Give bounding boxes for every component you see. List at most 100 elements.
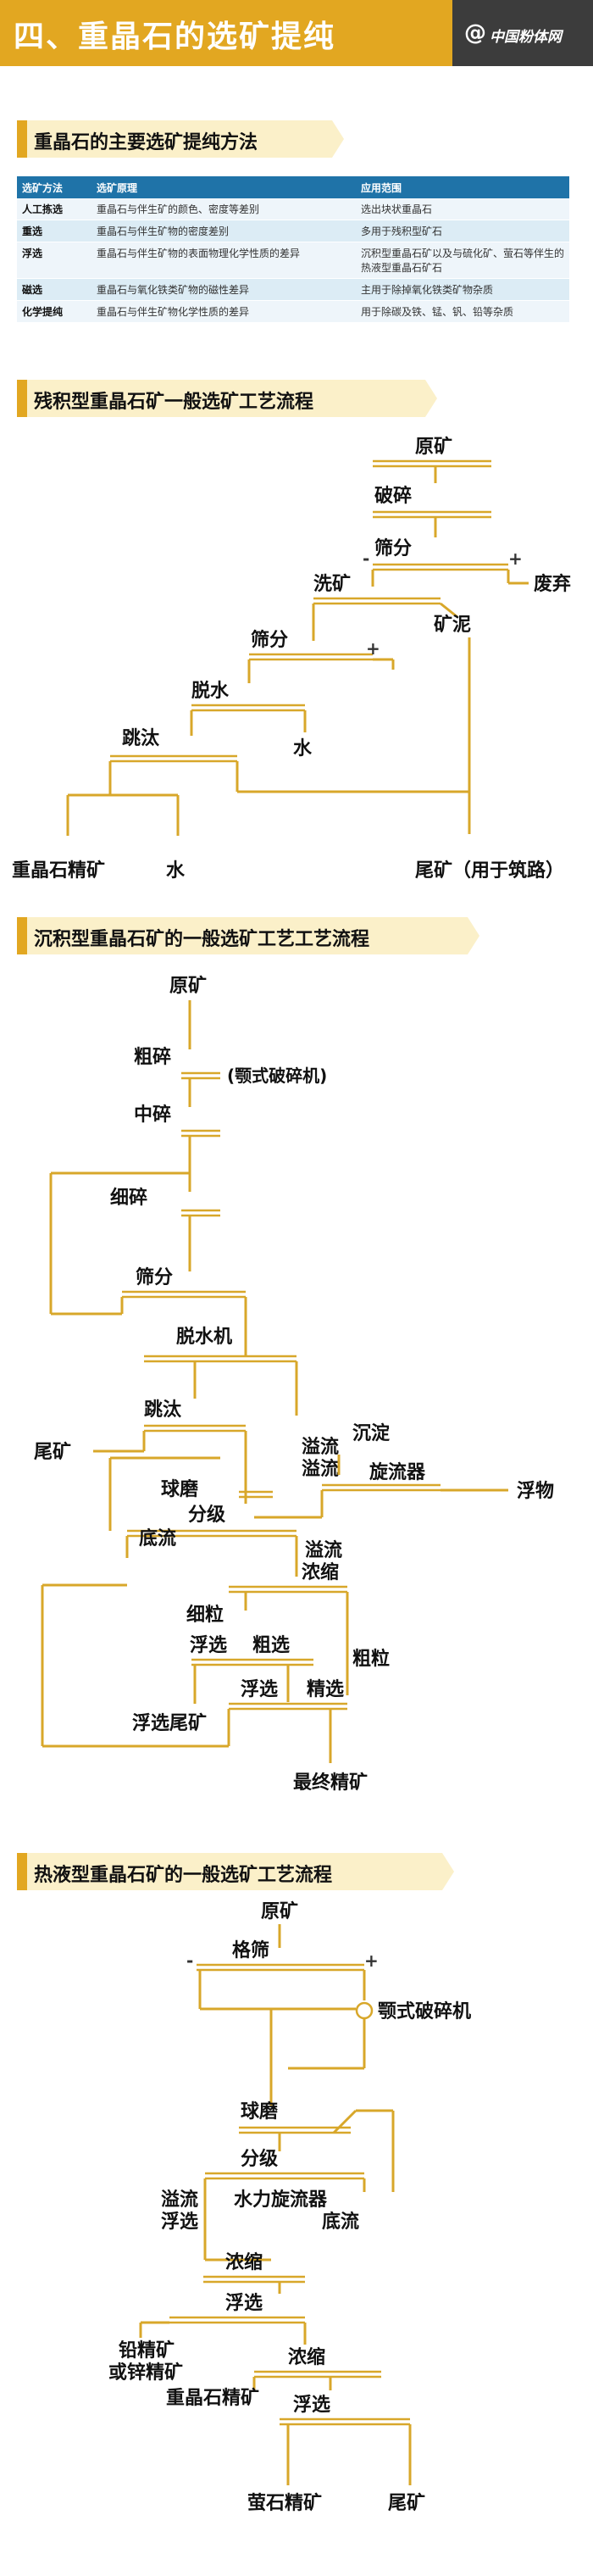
table-row: 磁选 重晶石与氧化铁类矿物的磁性差异 主用于除掉氧化铁类矿物杂质	[17, 278, 569, 301]
node-flotation-tailing: 浮选尾矿	[132, 1712, 207, 1734]
node-slime: 矿泥	[434, 614, 471, 636]
node-thicken1: 浓缩	[225, 2251, 263, 2273]
node-coarse-particles: 粗粒	[352, 1648, 390, 1670]
section-title-methods: 重晶石的主要选矿提纯方法	[34, 132, 258, 153]
section-banner-methods: 重晶石的主要选矿提纯方法	[17, 120, 344, 158]
section-banner-residual: 残积型重晶石矿一般选矿工艺流程	[17, 380, 437, 417]
table-row: 化学提纯 重晶石与伴生矿物化学性质的差异 用于除碳及铁、锰、钒、铅等杂质	[17, 300, 569, 323]
table-cell: 人工拣选	[17, 198, 91, 220]
table-cell: 磁选	[17, 278, 91, 301]
table-header-cell: 选矿方法	[17, 176, 91, 198]
table-header-cell: 选矿原理	[91, 176, 356, 198]
header-bar: 四、重晶石的选矿提纯 @ 中国粉体网	[0, 0, 593, 66]
section-title-hydrothermal: 热液型重晶石矿的一般选矿工艺流程	[34, 1865, 333, 1886]
node-jaw-crusher: (颚式破碎机)	[227, 1065, 327, 1086]
node-flotation1: 浮选	[161, 2211, 198, 2233]
node-screen: 筛分	[136, 1266, 173, 1288]
node-ore: 原矿	[169, 975, 207, 997]
node-flotation2: 浮选	[225, 2292, 263, 2314]
node-underflow: 底流	[322, 2211, 359, 2233]
node-jaw-crusher: 颚式破碎机	[378, 2000, 471, 2022]
plus-sign: +	[366, 638, 380, 659]
node-settle: 沉淀	[352, 1422, 391, 1444]
table-row: 人工拣选 重晶石与伴生矿的颜色、密度等差别 选出块状重晶石	[17, 198, 569, 220]
node-tailing: 尾矿	[388, 2492, 425, 2514]
section-title-sedimentary: 沉积型重晶石矿的一般选矿工艺工艺流程	[34, 929, 370, 950]
minus-sign: -	[186, 1950, 193, 1971]
node-screen1: 筛分	[374, 537, 412, 559]
logo-text: 中国粉体网	[490, 29, 562, 46]
table-cell: 重晶石与伴生矿的颜色、密度等差别	[91, 198, 356, 220]
node-dewater: 脱水	[191, 681, 230, 702]
table-cell: 主用于除掉氧化铁类矿物杂质	[356, 278, 569, 301]
banner-arrow	[442, 1853, 454, 1890]
table-row: 重选 重晶石与伴生矿物的密度差别 多用于残积型矿石	[17, 220, 569, 242]
node-underflow: 底流	[139, 1527, 176, 1549]
table-cell: 选出块状重晶石	[356, 198, 569, 220]
node-flotation1: 浮选	[190, 1634, 227, 1656]
node-cyclone: 旋流器	[369, 1461, 426, 1483]
at-icon: @	[464, 20, 486, 46]
flow-hydrothermal: 原矿 格筛 - + 颚式破碎机 球磨 分级 水力旋流器 溢流 浮选 底流 浓缩 …	[108, 1900, 471, 2514]
banner-arrow	[332, 120, 344, 158]
node-water2: 水	[166, 860, 186, 882]
node-fine-crush: 细碎	[110, 1187, 147, 1209]
node-overflow2: 溢流	[305, 1539, 342, 1561]
page-title: 四、重晶石的选矿提纯	[14, 19, 336, 54]
flow-residual: 原矿 破碎 筛分 - + 废弃 洗矿 矿泥 筛分 + 脱水 水 跳汰 重晶石	[12, 436, 571, 882]
section-banner-sedimentary: 沉积型重晶石矿的一般选矿工艺工艺流程	[17, 917, 479, 954]
node-fine-particles: 细粒	[186, 1604, 224, 1626]
node-grid-screen: 格筛	[232, 1939, 269, 1961]
section-title-residual: 残积型重晶石矿一般选矿工艺流程	[34, 392, 314, 413]
jaw-crusher-circle	[355, 2001, 374, 2020]
node-ore: 原矿	[415, 436, 452, 458]
node-tailing-road: 尾矿（用于筑路）	[415, 860, 564, 882]
node-flotation2: 浮选	[241, 1678, 278, 1700]
banner-arrow	[468, 917, 479, 954]
node-water1: 水	[293, 738, 313, 759]
node-lead-concentrate: 铅精矿	[119, 2340, 175, 2362]
node-tailing: 尾矿	[34, 1441, 71, 1463]
minus-sign: -	[363, 548, 369, 569]
flow-sedimentary: 原矿 粗碎 (颚式破碎机) 中碎 细碎 筛分 脱水机 跳汰 尾矿 溢流 溢流 沉…	[34, 975, 554, 1794]
node-screen2: 筛分	[251, 629, 288, 651]
banner-arrow	[425, 380, 437, 417]
node-rough-selection: 粗选	[252, 1635, 290, 1656]
table-cell: 重选	[17, 220, 91, 242]
node-ore: 原矿	[261, 1900, 298, 1922]
methods-table: 选矿方法 选矿原理 应用范围 人工拣选 重晶石与伴生矿的颜色、密度等差别 选出块…	[17, 176, 569, 323]
node-ballmill: 球磨	[161, 1479, 198, 1500]
table-cell: 重晶石与伴生矿物的密度差别	[91, 220, 356, 242]
section-banner-hydrothermal: 热液型重晶石矿的一般选矿工艺流程	[17, 1853, 454, 1890]
node-coarse-crush: 粗碎	[134, 1046, 171, 1068]
node-floating: 浮物	[517, 1480, 554, 1502]
table-header-row: 选矿方法 选矿原理 应用范围	[17, 176, 569, 198]
table-cell: 沉积型重晶石矿以及与硫化矿、萤石等伴生的热液型重晶石矿石	[356, 242, 569, 279]
table-cell: 重晶石与伴生矿物的表面物理化学性质的差异	[91, 242, 356, 279]
table-cell: 重晶石与氧化铁类矿物的磁性差异	[91, 278, 356, 301]
node-zinc-concentrate: 或锌精矿	[108, 2362, 183, 2384]
node-fluorite-concentrate: 萤石精矿	[247, 2492, 322, 2514]
node-ballmill: 球磨	[241, 2101, 278, 2123]
node-barite-concentrate: 重晶石精矿	[12, 860, 105, 882]
node-hydrocyclone: 水力旋流器	[234, 2189, 328, 2211]
plus-sign: +	[364, 1950, 379, 1971]
node-crush: 破碎	[374, 485, 412, 507]
node-thicken: 浓缩	[302, 1561, 339, 1583]
table-header-cell: 应用范围	[356, 176, 569, 198]
node-flotation3: 浮选	[293, 2394, 330, 2416]
node-barite-concentrate: 重晶石精矿	[166, 2387, 259, 2409]
node-mid-crush: 中碎	[134, 1104, 171, 1126]
node-jig: 跳汰	[122, 727, 160, 749]
node-overflow: 溢流	[161, 2189, 198, 2211]
table-cell: 浮选	[17, 242, 91, 279]
table-row: 浮选 重晶石与伴生矿物的表面物理化学性质的差异 沉积型重晶石矿以及与硫化矿、萤石…	[17, 242, 569, 279]
node-overflow: 溢流	[302, 1436, 339, 1458]
site-logo: @ 中国粉体网	[452, 0, 593, 66]
node-overflow-b: 溢流	[302, 1458, 339, 1480]
node-final-concentrate: 最终精矿	[293, 1772, 368, 1794]
table-cell: 多用于残积型矿石	[356, 220, 569, 242]
table-cell: 化学提纯	[17, 300, 91, 323]
table-cell: 用于除碳及铁、锰、钒、铅等杂质	[356, 300, 569, 323]
